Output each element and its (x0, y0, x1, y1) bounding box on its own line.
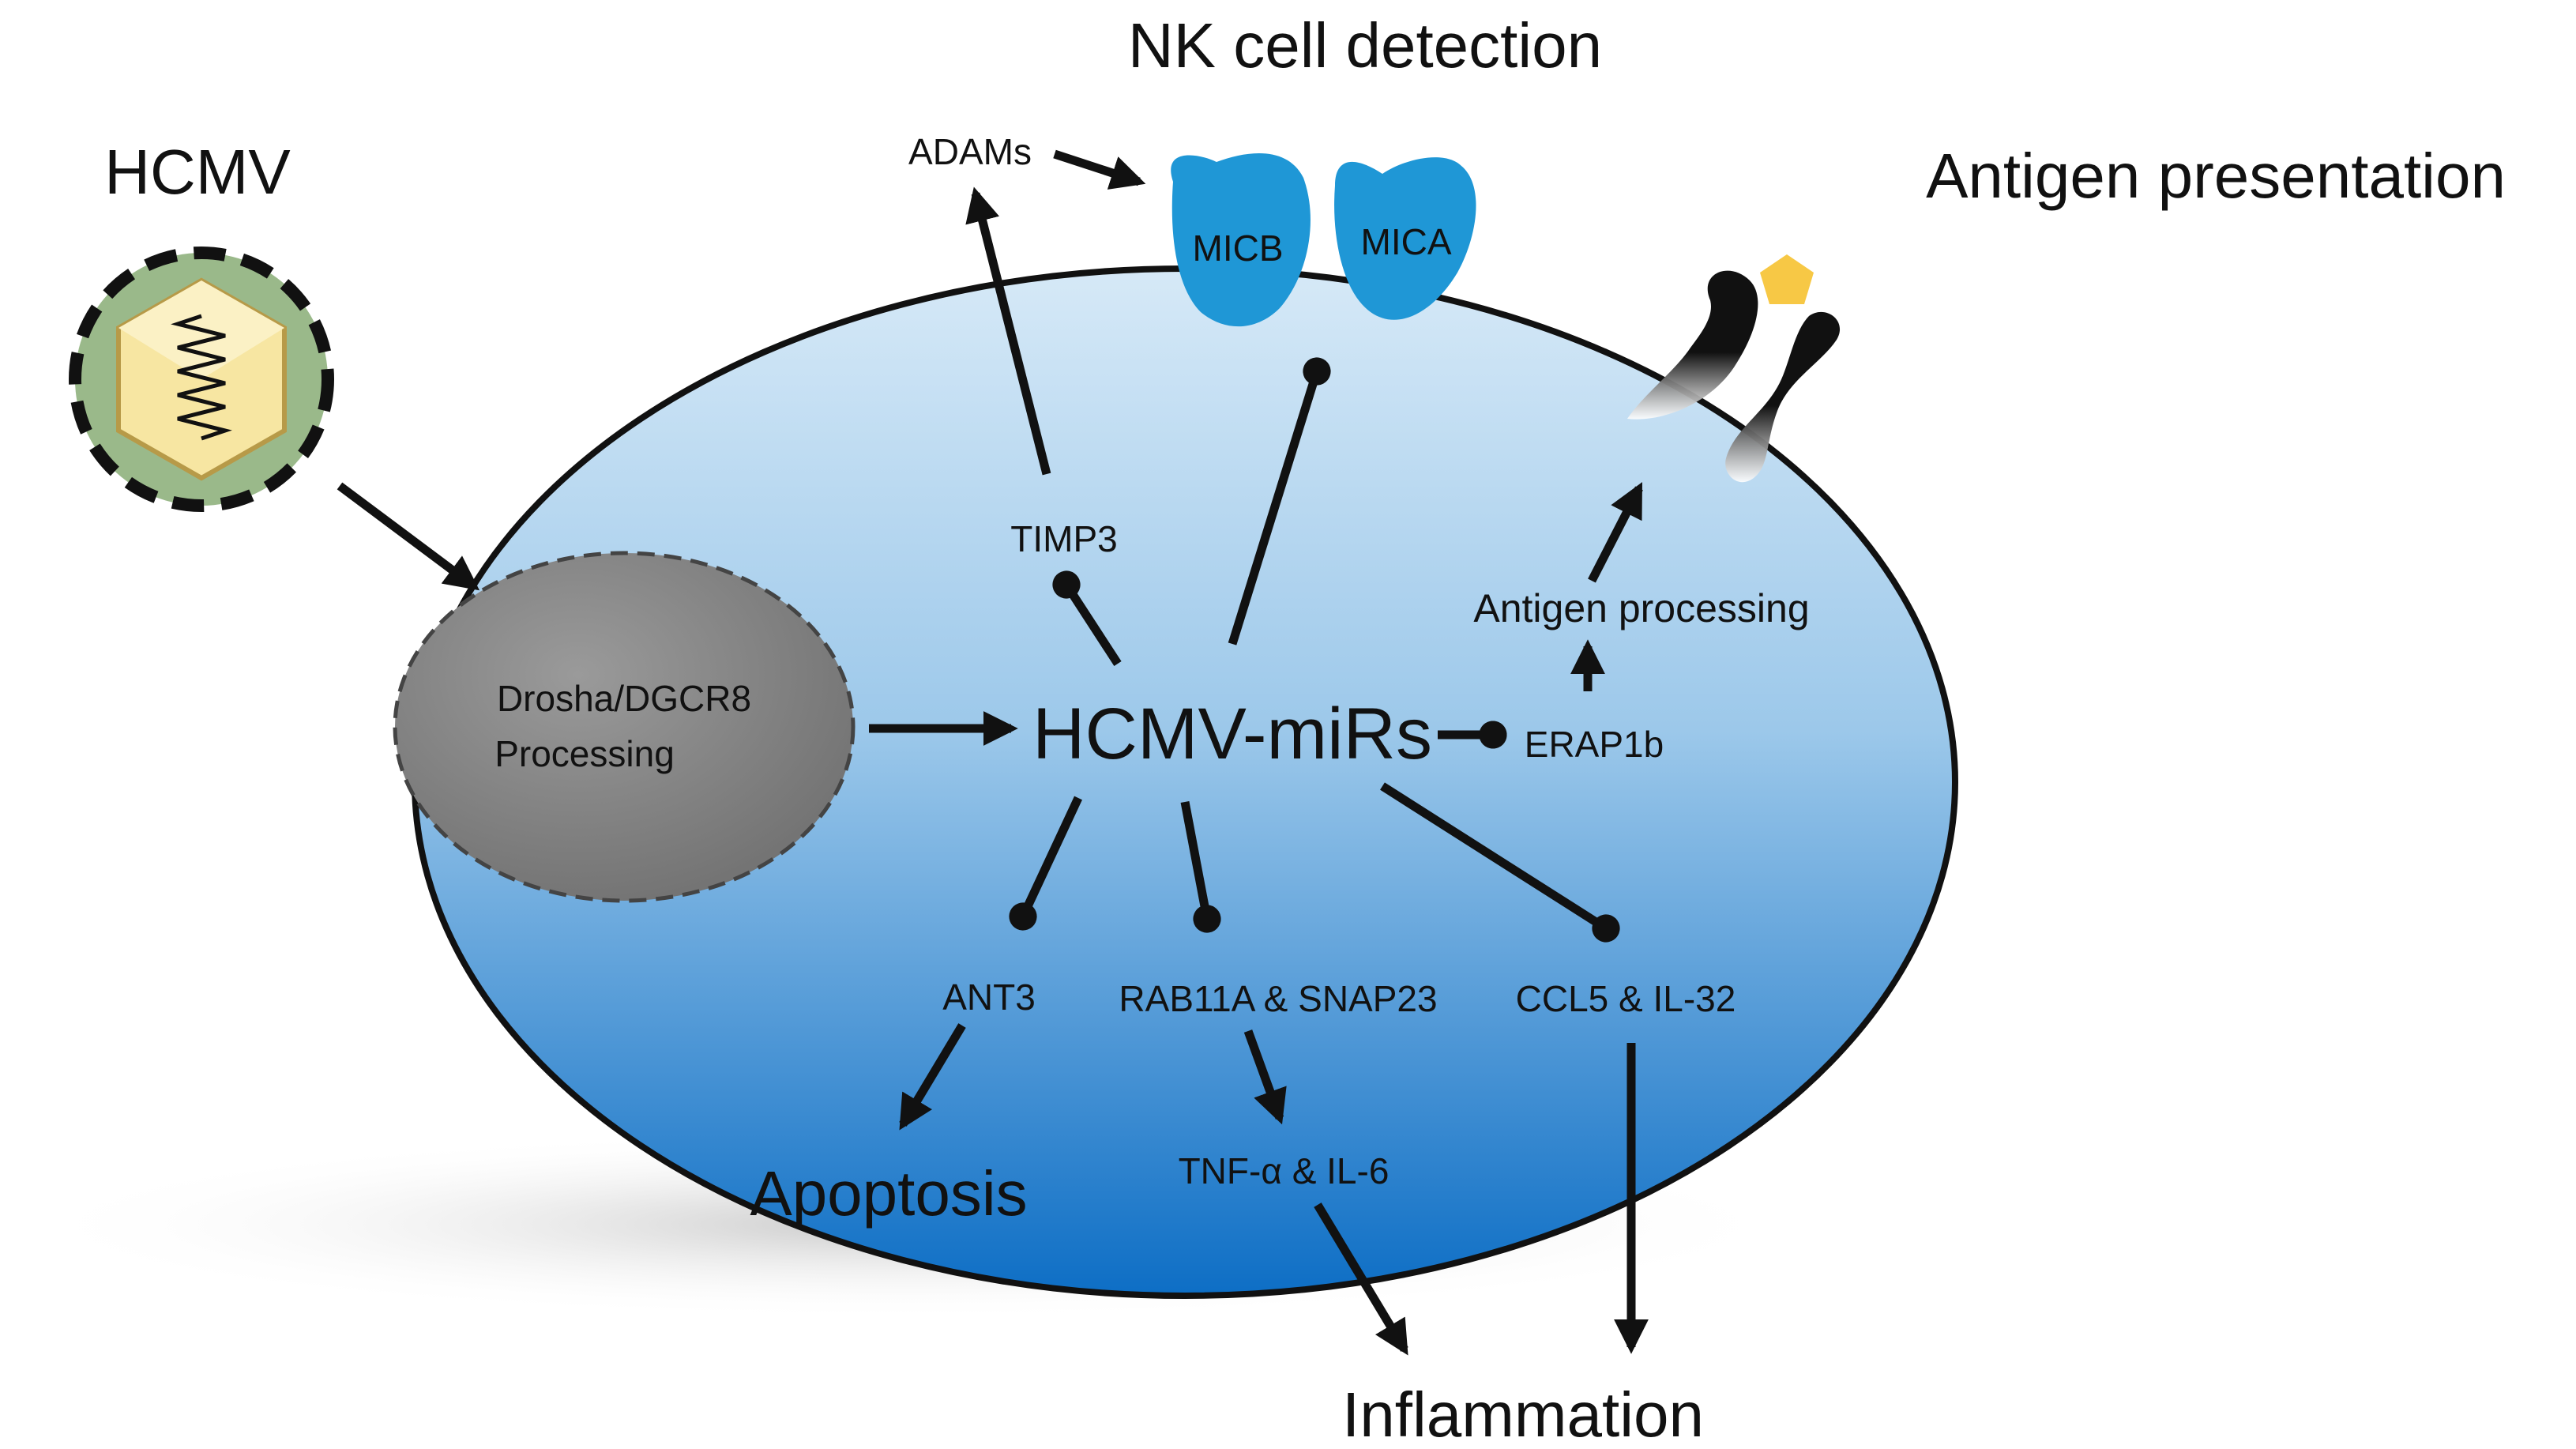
arrow-processing-to-presentation (1588, 482, 1643, 583)
label-mica: MICA (1361, 221, 1452, 262)
arrow-adams-to-micb (1053, 149, 1146, 190)
arrow-rab11a-to-tnf (1243, 1029, 1287, 1125)
label-timp3: TIMP3 (1010, 518, 1117, 559)
inhibit-mirs-timp3 (1052, 570, 1122, 666)
inhibit-mirs-rab11a (1180, 800, 1221, 933)
virus-icon (69, 247, 334, 512)
label-drosha-line1: Drosha/DGCR8 (497, 678, 751, 719)
label-micb: MICB (1193, 228, 1284, 269)
mica-receptor (1334, 157, 1476, 320)
mhc-receptor-icon (1627, 270, 1841, 483)
arrow-virus-to-processing (337, 482, 480, 591)
label-hcmv-mirs: HCMV-miRs (1032, 694, 1432, 774)
arrow-ant3-to-apoptosis (899, 1023, 966, 1131)
label-tnf-il6: TNF-α & IL-6 (1179, 1150, 1390, 1191)
inhibit-mirs-ccl5 (1380, 782, 1620, 943)
label-hcmv: HCMV (104, 137, 291, 207)
drosha-processing-body (393, 551, 856, 903)
inhibit-mirs-ant3 (1009, 796, 1082, 931)
label-nk-detection: NK cell detection (1128, 10, 1602, 81)
inhibit-mirs-mic (1228, 357, 1331, 645)
label-rab11a-snap23: RAB11A & SNAP23 (1119, 978, 1437, 1019)
label-inflammation: Inflammation (1342, 1379, 1704, 1449)
label-erap1b: ERAP1b (1525, 724, 1664, 765)
label-adams: ADAMs (908, 131, 1032, 172)
micb-receptor (1171, 152, 1311, 327)
arrow-tnf-to-inflammation (1314, 1202, 1408, 1356)
label-ccl5-il32: CCL5 & IL-32 (1516, 978, 1736, 1019)
label-drosha-line2: Processing (495, 733, 675, 774)
label-ant3: ANT3 (942, 977, 1036, 1018)
label-apoptosis: Apoptosis (750, 1158, 1027, 1229)
arrow-timp3-to-adams (965, 186, 1051, 476)
label-antigen-presentation: Antigen presentation (1926, 141, 2506, 211)
antigen-peptide-icon (1760, 254, 1814, 304)
label-antigen-processing: Antigen processing (1473, 586, 1809, 630)
